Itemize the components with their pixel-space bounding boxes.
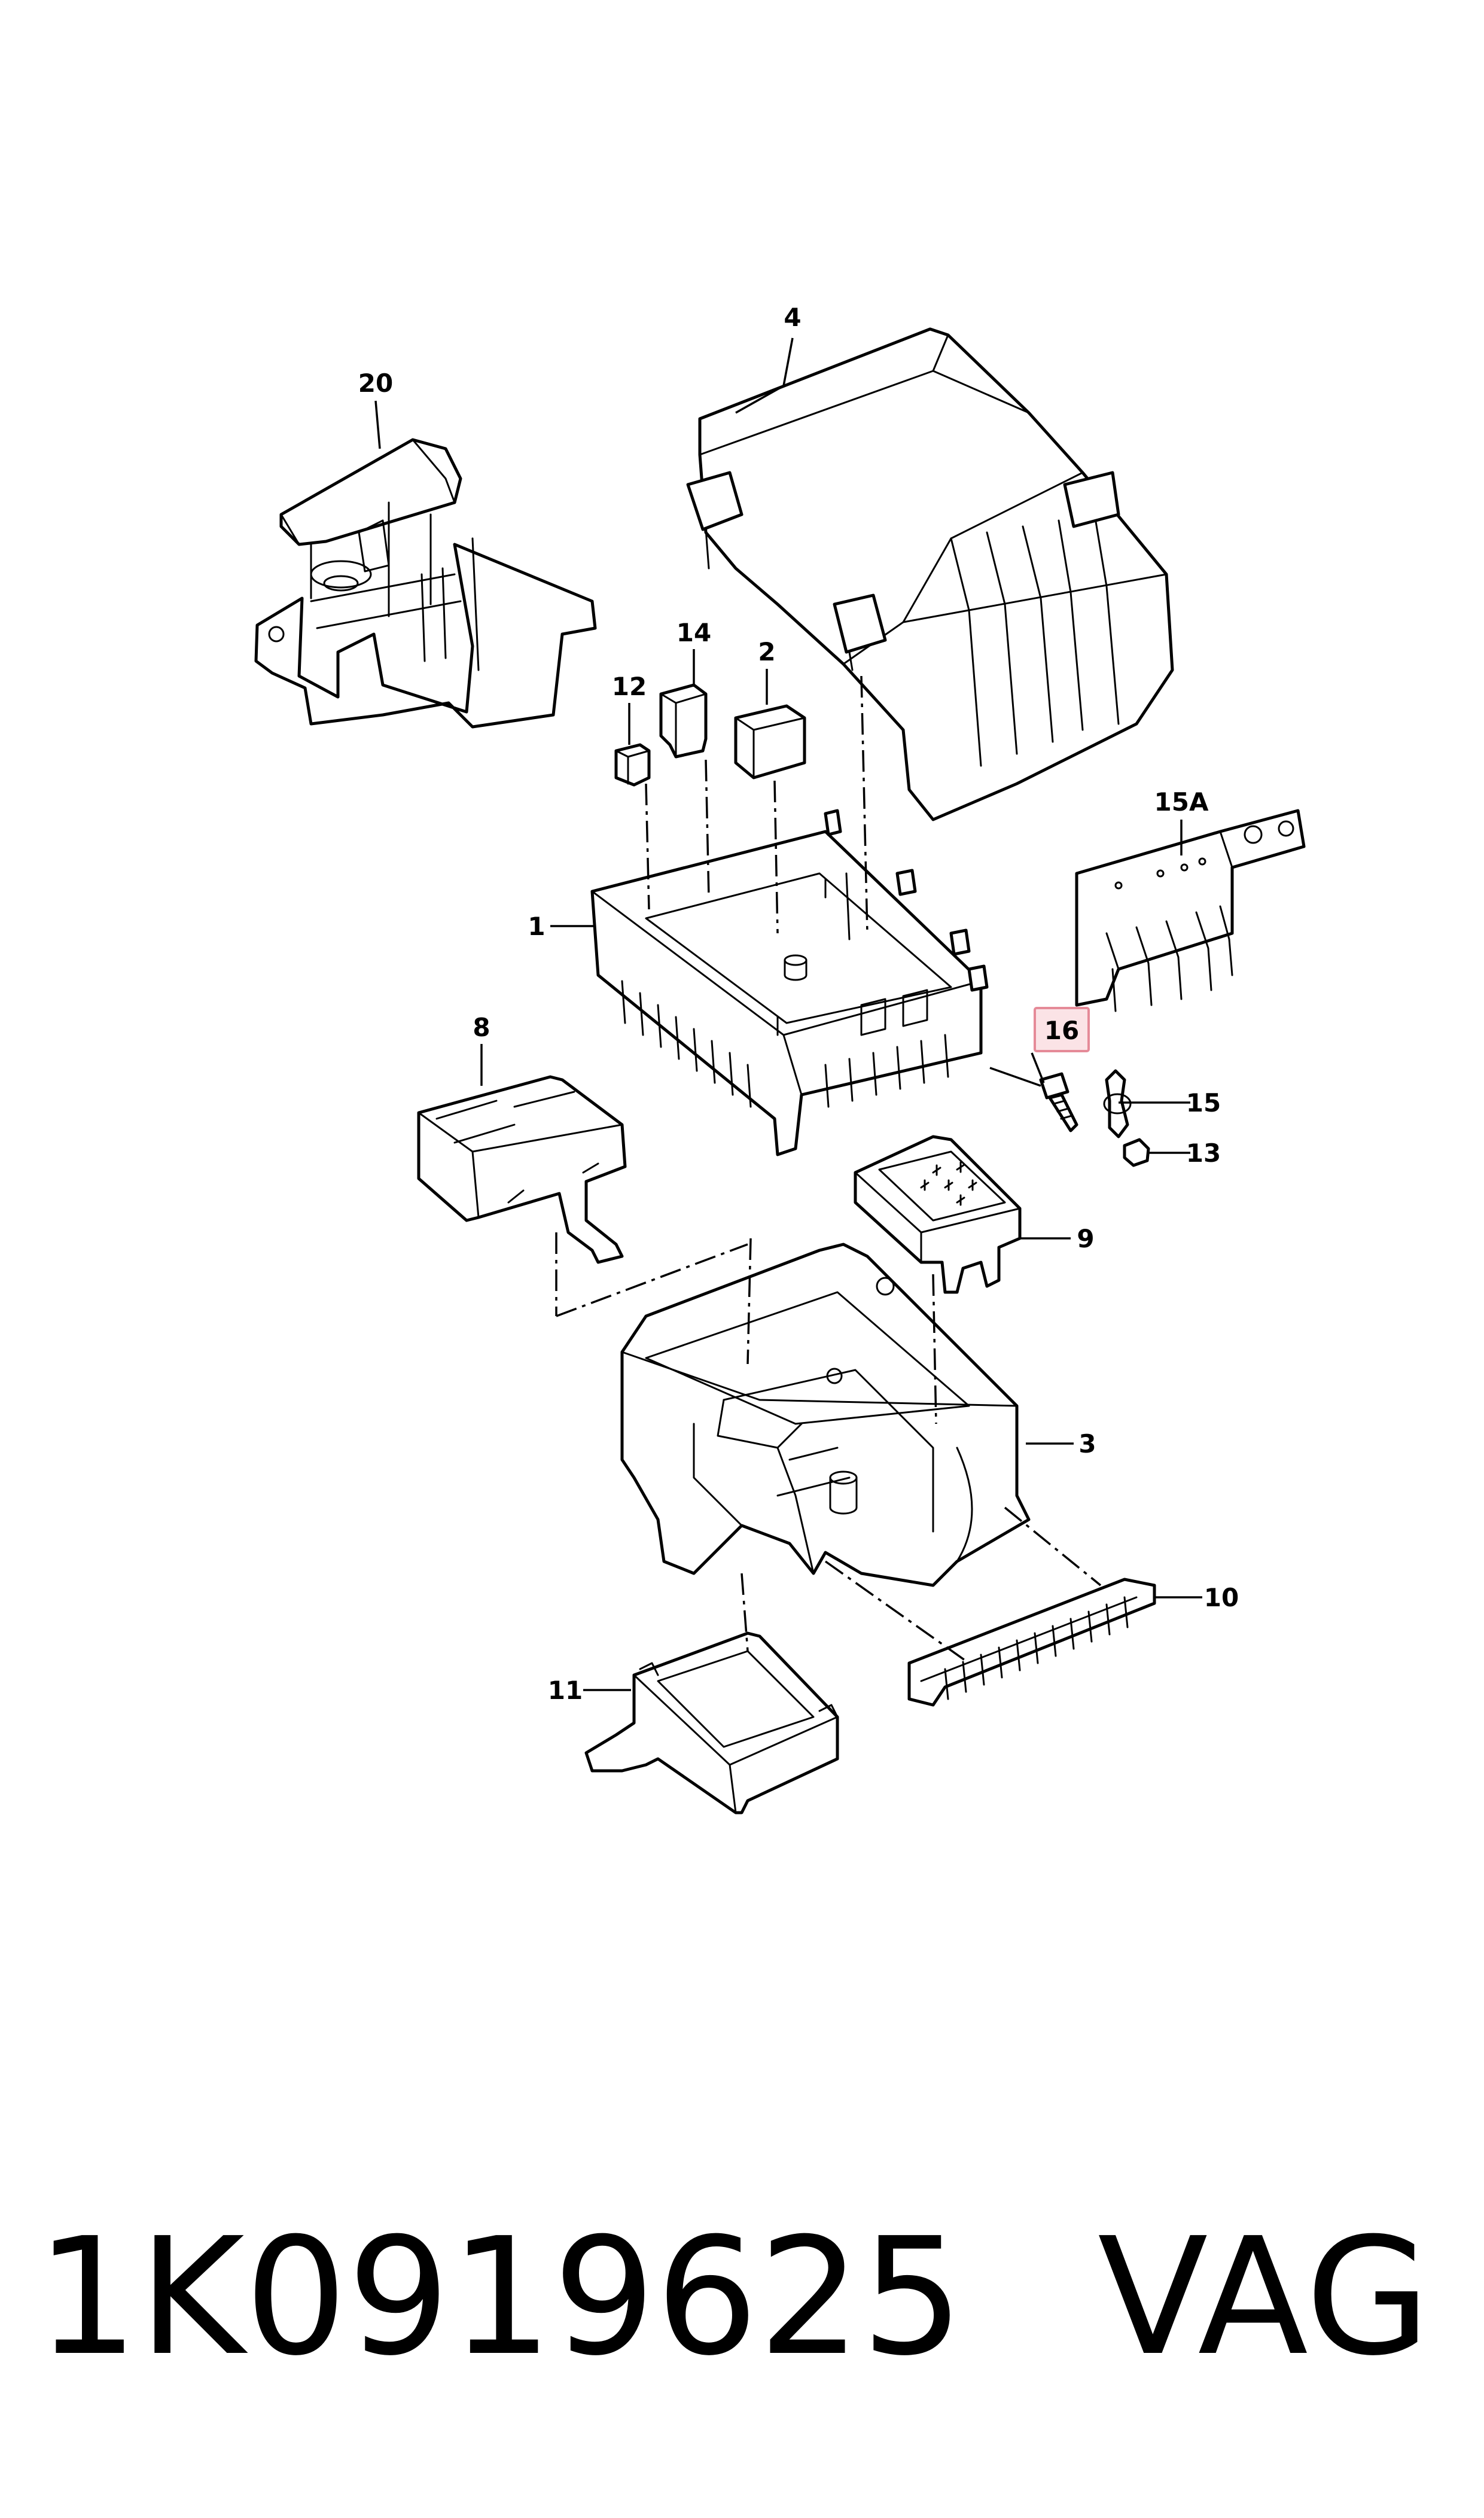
callout-9: 9 [1077,1224,1094,1253]
part-13-cap [1123,1138,1150,1167]
callout-labels: 4 20 14 2 12 15A 1 16 15 13 8 9 3 10 11 [358,303,1239,1705]
part-10-connector-strip [907,1578,1156,1707]
callout-3: 3 [1078,1429,1096,1459]
part-15a-fuse-strip [1075,809,1306,1012]
callout-16: 16 [1044,1016,1079,1045]
callout-15: 15 [1186,1088,1221,1118]
part-20-connector-bracket [254,438,597,729]
part-2-relay [734,704,806,780]
callout-13: 13 [1186,1138,1221,1168]
highlight-box [1034,1007,1090,1052]
callout-14: 14 [677,618,711,647]
callout-15a: 15A [1154,787,1209,817]
part-1-fuse-carrier [590,809,989,1156]
callout-12: 12 [612,672,647,701]
leader-lines [374,337,1202,1691]
callout-2: 2 [758,637,775,666]
callout-4: 4 [784,303,801,332]
callout-20: 20 [358,369,393,398]
part-3-lower-housing [620,1243,1031,1587]
part-14-maxi-fuse [659,683,708,759]
part-number-text: 1K0919625 [36,2203,964,2391]
part-11-bottom-tray [584,1631,839,1814]
part-16-bolt [1039,1072,1078,1132]
part-8-cover [417,1075,627,1264]
callout-8: 8 [473,1013,490,1042]
callout-1: 1 [528,912,545,941]
part-15-nut [1103,1069,1132,1138]
callout-10: 10 [1204,1583,1239,1612]
assembly-lines [555,675,1102,1664]
part-9-fuse-holder [854,1135,1022,1294]
part-12-mini-fuse [614,743,651,787]
part-4-upper-cover [686,327,1174,821]
callout-11: 11 [548,1676,583,1705]
brand-text: VAG [1098,2203,1431,2391]
